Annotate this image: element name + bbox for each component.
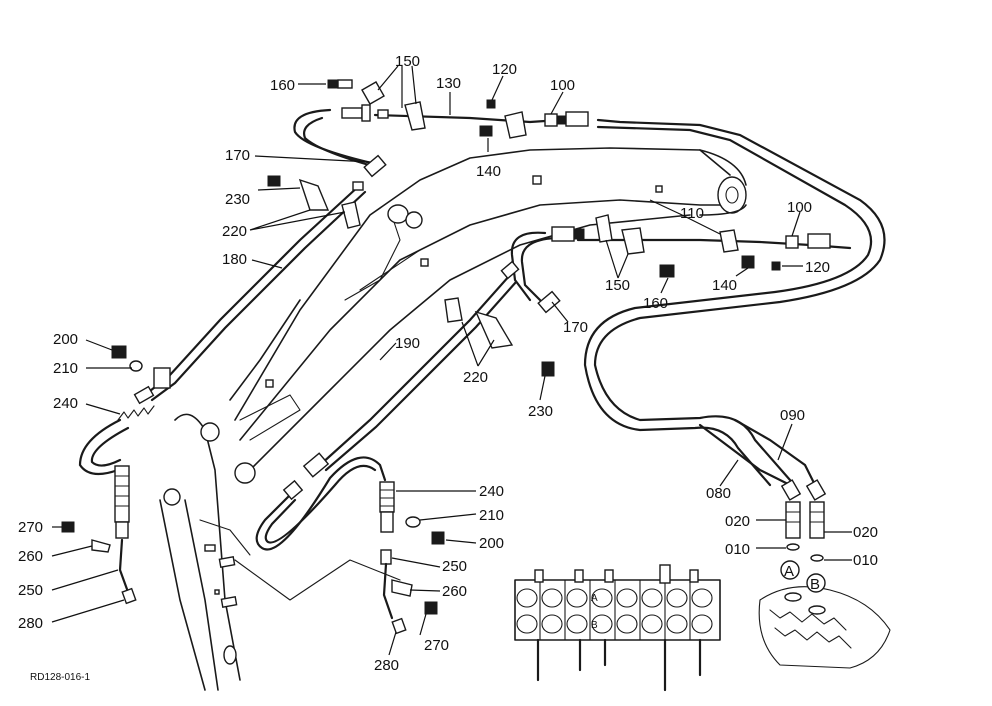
callout-020-right: 020 <box>853 524 878 541</box>
callout-090: 090 <box>780 407 805 424</box>
callout-180: 180 <box>222 251 247 268</box>
callout-010-left: 010 <box>725 541 750 558</box>
callout-150-mid: 150 <box>605 277 630 294</box>
callout-160-mid: 160 <box>643 295 668 312</box>
callout-leaders <box>51 65 852 656</box>
callout-200-right: 200 <box>479 535 504 552</box>
callout-140: 140 <box>476 163 501 180</box>
callout-110: 110 <box>680 205 704 222</box>
callout-260-right: 260 <box>442 583 467 600</box>
callout-200-left: 200 <box>53 331 78 348</box>
callout-170: 170 <box>225 147 250 164</box>
callout-250-right: 250 <box>442 558 467 575</box>
callout-100: 100 <box>550 77 575 94</box>
callout-210-left: 210 <box>53 360 78 377</box>
port-b-circle <box>806 573 826 593</box>
port-a-marker: A <box>784 563 794 580</box>
callout-230: 230 <box>225 191 250 208</box>
callout-010-right: 010 <box>853 552 878 569</box>
callout-230-mid: 230 <box>528 403 553 420</box>
callout-100-right: 100 <box>787 199 812 216</box>
valve-port-a-label: A <box>591 593 598 604</box>
control-valve-block: A B <box>514 564 721 692</box>
callout-160: 160 <box>270 77 295 94</box>
callout-190: 190 <box>395 335 420 352</box>
callout-170-mid: 170 <box>563 319 588 336</box>
callout-240-right: 240 <box>479 483 504 500</box>
port-a-circle <box>780 560 800 580</box>
callout-080: 080 <box>706 485 731 502</box>
callout-270-left: 270 <box>18 519 43 536</box>
callout-220-mid: 220 <box>463 369 488 386</box>
valve-port-b-label: B <box>591 620 598 631</box>
callout-150: 150 <box>395 53 420 70</box>
fittings <box>61 79 831 635</box>
port-detail: A B <box>758 560 891 669</box>
callout-labels: 160 150 130 120 100 170 140 230 220 180 … <box>18 53 878 674</box>
callout-020-left: 020 <box>725 513 750 530</box>
drawing-code: RD128-016-1 <box>30 672 90 683</box>
boom-outline <box>159 147 747 691</box>
callout-120: 120 <box>492 61 517 78</box>
callout-250-left: 250 <box>18 582 43 599</box>
callout-120-right: 120 <box>805 259 830 276</box>
port-b-marker: B <box>810 576 820 593</box>
callout-220: 220 <box>222 223 247 240</box>
callout-240-left: 240 <box>53 395 78 412</box>
callout-210-right: 210 <box>479 507 504 524</box>
callout-270-right: 270 <box>424 637 449 654</box>
callout-280-left: 280 <box>18 615 43 632</box>
callout-130: 130 <box>436 75 461 92</box>
callout-140-right: 140 <box>712 277 737 294</box>
callout-260-left: 260 <box>18 548 43 565</box>
callout-280-right: 280 <box>374 657 399 674</box>
